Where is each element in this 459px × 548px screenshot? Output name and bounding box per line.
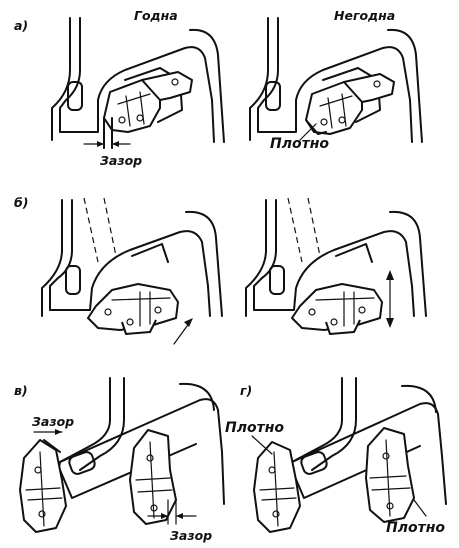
label-tight-a: Плотно	[270, 136, 329, 152]
label-bad: Негодна	[334, 8, 395, 23]
label-g: г)	[240, 383, 252, 398]
label-gap-v-left: Зазор	[32, 414, 74, 429]
opening-slot-icon	[269, 265, 285, 295]
panel-v	[19, 377, 225, 533]
opening-slot-icon	[65, 265, 81, 295]
label-a: а)	[14, 18, 28, 33]
panel-a-bad	[249, 17, 423, 143]
opening-slot-icon	[265, 81, 281, 111]
label-tight-g-right: Плотно	[386, 520, 445, 536]
panel-b-left	[41, 197, 223, 345]
panel-g	[251, 377, 447, 533]
label-good: Годна	[134, 8, 178, 23]
opening-slot-icon	[300, 451, 328, 475]
label-tight-g-left: Плотно	[225, 420, 284, 436]
opening-slot-icon	[68, 451, 96, 475]
label-v: в)	[14, 383, 28, 398]
label-gap-v-right: Зазор	[170, 528, 212, 543]
label-b: б)	[14, 195, 28, 210]
panel-b-right	[245, 197, 427, 335]
opening-slot-icon	[67, 81, 83, 111]
label-gap-a: Зазор	[100, 153, 142, 168]
panel-a-good	[51, 17, 225, 149]
